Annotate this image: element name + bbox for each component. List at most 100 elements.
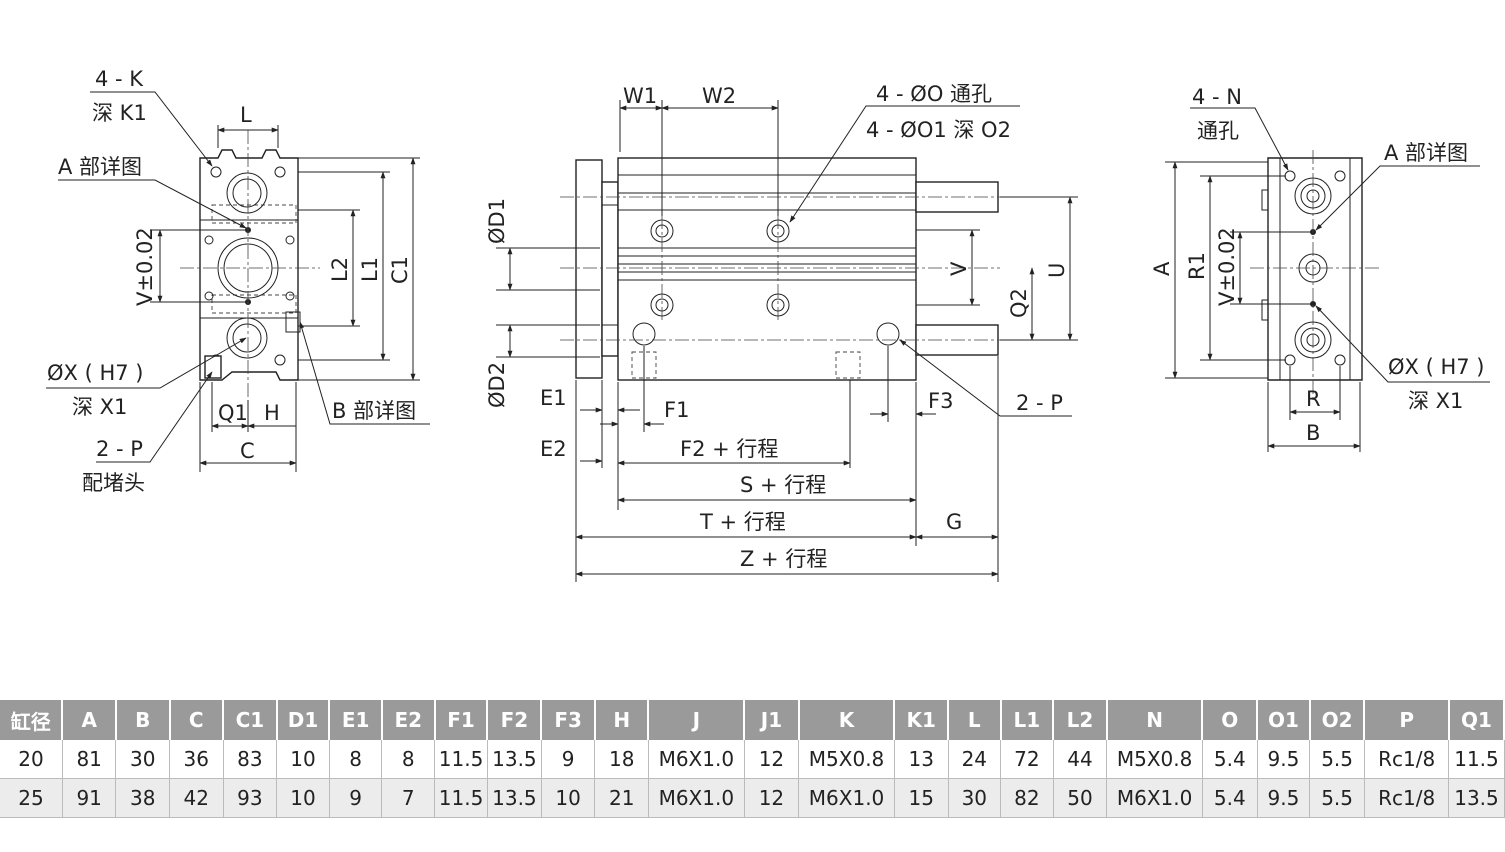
p-plug: 配堵头 (82, 471, 145, 495)
table-header: A (62, 700, 117, 740)
table-header: N (1106, 700, 1204, 740)
table-cell: 44 (1053, 740, 1108, 779)
table-header-row: 缸径 A B C C1 D1 E1 E2 F1 F2 F3 H J J1 K K… (0, 700, 1505, 740)
b-detail-label: B 部详图 (332, 399, 416, 423)
technical-drawing: 4 - K 深 K1 L A 部详图 V±0.02 L2 L1 C1 ØX ( … (46, 67, 1490, 582)
dim-q1: Q1 (218, 401, 248, 425)
table-cell: 12 (744, 740, 800, 779)
table-cell: 82 (1000, 778, 1054, 818)
table-cell: 9 (541, 740, 596, 779)
table-cell: 13 (894, 740, 949, 779)
table-header: Q1 (1448, 700, 1505, 740)
table-cell: 12 (744, 778, 800, 818)
table-header: C1 (223, 700, 278, 740)
table-cell: 81 (62, 740, 117, 779)
table-header: H (594, 700, 650, 740)
table-cell: 21 (594, 778, 649, 818)
table-cell: M5X0.8 (798, 740, 895, 779)
table-header: L (948, 700, 1002, 740)
p-callout-front: 2 - P (1016, 391, 1063, 415)
table-header: O2 (1309, 700, 1366, 740)
dim-s-stroke: S + 行程 (740, 473, 826, 497)
k-depth: 深 K1 (92, 101, 147, 125)
table-cell: 7 (381, 778, 436, 818)
table-cell: 11.5 (434, 778, 488, 818)
table-cell: M6X1.0 (1106, 778, 1203, 818)
n-callout: 4 - N (1192, 85, 1242, 109)
table-cell: 13.5 (1448, 778, 1505, 818)
table-header: B (115, 700, 171, 740)
table-header: E1 (329, 700, 383, 740)
dim-d1: ØD1 (485, 198, 509, 244)
table-header: E2 (381, 700, 436, 740)
table-header: D1 (276, 700, 331, 740)
table-header: F1 (434, 700, 489, 740)
side-view: 4 - K 深 K1 L A 部详图 V±0.02 L2 L1 C1 ØX ( … (46, 67, 430, 495)
dim-a: A (1150, 261, 1174, 276)
dim-d2: ØD2 (485, 362, 509, 408)
table-cell: 93 (223, 778, 278, 818)
table-header: 缸径 (0, 700, 64, 740)
dim-v-tol: V±0.02 (133, 227, 157, 306)
table-header: L1 (1000, 700, 1055, 740)
table-cell: M5X0.8 (1106, 740, 1203, 779)
table-header: O1 (1257, 700, 1311, 740)
dim-r: R (1306, 387, 1321, 411)
dim-f3: F3 (928, 389, 953, 413)
table-cell: 15 (894, 778, 949, 818)
table-cell: M6X1.0 (798, 778, 895, 818)
x-depth-end: 深 X1 (1408, 389, 1463, 413)
table-header: L2 (1053, 700, 1108, 740)
x-callout-end: ØX ( H7 ) (1388, 355, 1484, 379)
table-cell: 11.5 (1448, 740, 1505, 779)
table-cell: 42 (169, 778, 224, 818)
table-cell: 13.5 (487, 778, 542, 818)
dim-r1: R1 (1185, 252, 1209, 280)
table-cell: 11.5 (434, 740, 488, 779)
table-cell: 24 (948, 740, 1002, 779)
dim-c: C (240, 439, 255, 463)
o1-callout: 4 - ØO1 深 O2 (866, 118, 1011, 142)
p-callout: 2 - P (96, 437, 143, 461)
n-through: 通孔 (1197, 119, 1239, 143)
table-cell: 36 (169, 740, 224, 779)
table-cell: 5.5 (1309, 740, 1365, 779)
table-cell: 30 (115, 740, 170, 779)
table-cell: 30 (948, 778, 1002, 818)
table-header: F2 (487, 700, 543, 740)
table-header: J1 (744, 700, 800, 740)
table-cell: 9.5 (1257, 740, 1311, 779)
dim-t-stroke: T + 行程 (699, 510, 786, 534)
table-cell: 72 (1000, 740, 1054, 779)
front-view: W1 W2 4 - ØO 通孔 4 - ØO1 深 O2 ØD1 ØD2 V Q… (485, 82, 1078, 582)
spec-table: 缸径 A B C C1 D1 E1 E2 F1 F2 F3 H J J1 K K… (0, 700, 1505, 818)
dim-w2: W2 (702, 84, 736, 108)
table-cell: Rc1/8 (1364, 778, 1450, 818)
dim-z-stroke: Z + 行程 (740, 547, 827, 571)
table-cell: 18 (594, 740, 649, 779)
table-cell: 5.4 (1202, 740, 1258, 779)
dim-l2: L2 (328, 257, 352, 282)
table-cell: 9 (329, 778, 383, 818)
table-cell: 10 (276, 740, 330, 779)
dim-f1: F1 (664, 398, 689, 422)
dim-w1: W1 (623, 84, 657, 108)
dim-f2-stroke: F2 + 行程 (680, 437, 778, 461)
dim-e1: E1 (540, 386, 567, 410)
table-cell: 25 (0, 778, 63, 818)
dim-v: V (947, 261, 971, 276)
table-cell: 13.5 (487, 740, 542, 779)
dim-v-tol-end: V±0.02 (1215, 227, 1239, 306)
dim-l1: L1 (358, 257, 382, 282)
table-header: K1 (894, 700, 950, 740)
table-header: J (648, 700, 746, 740)
o-callout: 4 - ØO 通孔 (876, 82, 992, 106)
table-cell: Rc1/8 (1364, 740, 1450, 779)
x-callout: ØX ( H7 ) (47, 361, 143, 385)
table-cell: 83 (223, 740, 278, 779)
k-callout: 4 - K (95, 67, 144, 91)
table-cell: 8 (329, 740, 383, 779)
table-row: 25 91 38 42 93 10 9 7 11.5 13.5 10 21 M6… (0, 778, 1505, 818)
table-cell: M6X1.0 (648, 778, 745, 818)
dim-g: G (946, 510, 962, 534)
